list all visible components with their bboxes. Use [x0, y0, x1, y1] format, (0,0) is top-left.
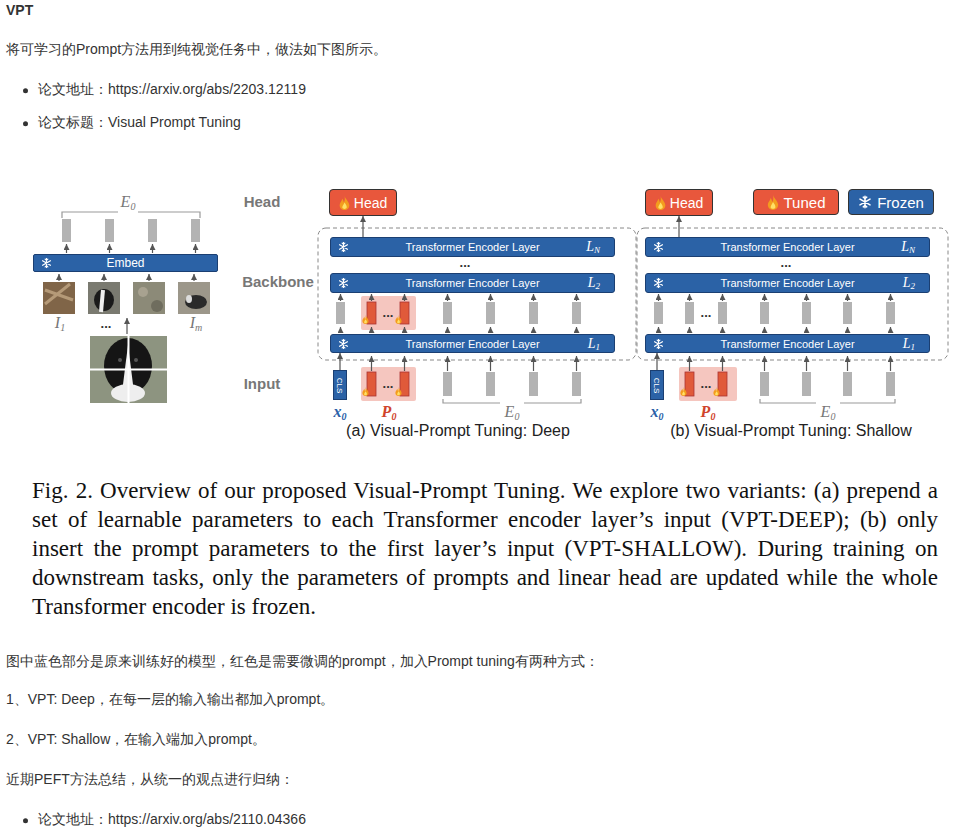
node-text: Transformer Encoder Layer — [720, 277, 854, 289]
snowflake-icon — [653, 338, 664, 349]
math-label: P0 — [382, 404, 397, 422]
math-label: E0 — [821, 404, 836, 422]
legend-text: Tuned — [784, 194, 826, 211]
encoder-layer: Transformer Encoder Layer L1 — [330, 334, 615, 353]
figure-caption: Fig. 2. Overview of our proposed Visual-… — [32, 476, 938, 621]
legend-swatch: Tuned — [753, 189, 839, 215]
math-label: I1 — [55, 315, 65, 333]
layer-index: L2 — [903, 276, 915, 291]
ellipsis: ... — [701, 306, 712, 319]
row-label: Head — [244, 193, 281, 212]
layer-index: L1 — [903, 336, 915, 351]
ellipsis: ... — [701, 377, 712, 390]
page-title: VPT — [6, 1, 33, 19]
flame-icon — [339, 196, 350, 210]
subfigure-caption: (a) Visual-Prompt Tuning: Deep — [346, 421, 570, 441]
node-text: Head — [354, 195, 387, 211]
flame-icon — [767, 195, 779, 210]
math-label: E0 — [505, 404, 520, 422]
snowflake-icon — [653, 242, 664, 253]
layer-index: L1 — [588, 336, 600, 351]
paragraph: 近期PEFT方法总结，从统一的观点进行归纳： — [6, 771, 294, 789]
node-text: Transformer Encoder Layer — [720, 241, 854, 253]
list-item: 论文地址：https://arxiv.org/abs/2110.04366 — [38, 811, 306, 829]
snowflake-icon — [338, 242, 349, 253]
encoder-layer: Transformer Encoder Layer LN — [645, 237, 930, 257]
flame-icon — [655, 196, 666, 210]
paragraph: 1、VPT: Deep，在每一层的输入输出都加入prompt。 — [6, 691, 334, 709]
node-text: Head — [670, 195, 703, 211]
subfigure-caption: (b) Visual-Prompt Tuning: Shallow — [670, 421, 912, 441]
node-text: Transformer Encoder Layer — [405, 277, 539, 289]
connector-arrow — [362, 216, 363, 237]
ellipsis: ... — [383, 306, 394, 319]
cls-token: CLS — [650, 370, 664, 400]
embed-box: Embed — [33, 254, 218, 272]
node-text: Transformer Encoder Layer — [405, 241, 539, 253]
connector-arrow — [678, 216, 679, 237]
snowflake-icon — [338, 278, 349, 289]
node-text: Transformer Encoder Layer — [405, 338, 539, 350]
encoder-layer: Transformer Encoder Layer LN — [330, 237, 615, 257]
node-text: CLS — [336, 377, 345, 393]
math-label: x0 — [651, 404, 664, 422]
snowflake-icon — [338, 338, 349, 349]
node-text: Transformer Encoder Layer — [720, 338, 854, 350]
list-item: 论文标题：Visual Prompt Tuning — [38, 114, 241, 132]
math-label: x0 — [334, 404, 347, 422]
ellipsis: ... — [101, 317, 112, 330]
ellipsis: ... — [383, 377, 394, 390]
row-label: Backbone — [242, 273, 314, 292]
math-label: E0 — [121, 194, 136, 212]
ellipsis: ... — [781, 256, 792, 269]
math-label: Im — [190, 315, 203, 333]
row-label: Input — [244, 375, 281, 394]
paragraph: 图中蓝色部分是原来训练好的模型，红色是需要微调的prompt，加入Prompt … — [6, 653, 599, 671]
node-text: CLS — [653, 377, 662, 393]
connector-arrow — [339, 353, 340, 370]
layer-index: LN — [901, 240, 915, 255]
encoder-layer: Transformer Encoder Layer L2 — [330, 273, 615, 293]
ellipsis: ... — [460, 256, 471, 269]
head-box: Head — [645, 189, 712, 216]
connector-arrow — [656, 353, 657, 370]
encoder-layer: Transformer Encoder Layer L1 — [645, 334, 930, 353]
encoder-layer: Transformer Encoder Layer L2 — [645, 273, 930, 293]
cls-token: CLS — [333, 370, 347, 400]
layer-index: LN — [586, 240, 600, 255]
paragraph: 将可学习的Prompt方法用到纯视觉任务中，做法如下图所示。 — [6, 41, 387, 59]
snowflake-icon — [858, 195, 872, 209]
list-item: 论文地址：https://arxiv.org/abs/2203.12119 — [38, 81, 306, 99]
layer-index: L2 — [588, 276, 600, 291]
legend-swatch: Frozen — [848, 189, 934, 215]
head-box: Head — [329, 189, 396, 216]
paragraph: 2、VPT: Shallow，在输入端加入prompt。 — [6, 731, 266, 749]
snowflake-icon — [653, 278, 664, 289]
node-text: Embed — [106, 256, 144, 270]
math-label: P0 — [701, 404, 716, 422]
legend-text: Frozen — [877, 194, 924, 211]
snowflake-icon — [41, 258, 52, 269]
